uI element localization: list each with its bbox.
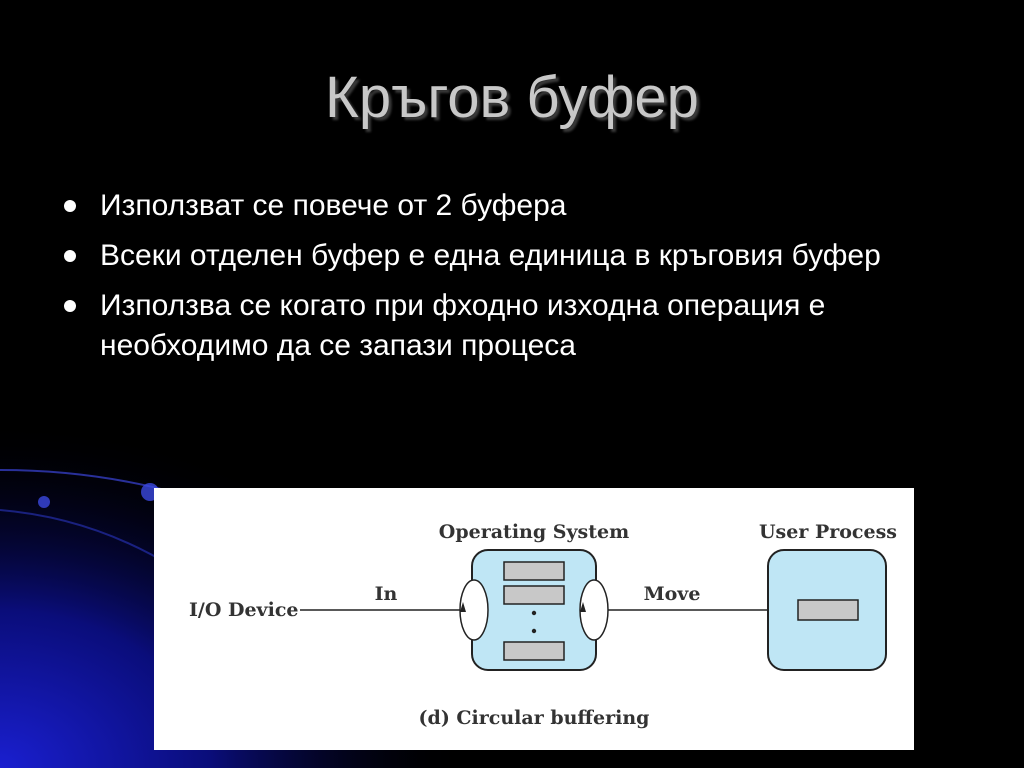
bullet-item: Използват се повече от 2 буфера	[60, 186, 960, 226]
user-buffer	[797, 599, 859, 621]
buffer-slot	[503, 561, 565, 581]
bullet-text: Всеки отделен буфер е една единица в кръ…	[100, 239, 881, 272]
bullet-dot-icon	[64, 200, 76, 212]
ellipsis-dot	[531, 628, 537, 634]
bullet-dot-icon	[64, 250, 76, 262]
bullet-list: Използват се повече от 2 буфера Всеки от…	[60, 186, 960, 376]
slide-title: Кръгов буфер	[325, 65, 699, 130]
ellipsis-dot	[531, 610, 537, 616]
os-label: Operating System	[439, 521, 629, 543]
in-label: In	[375, 583, 398, 605]
bullet-text: Използва се когато при фходно изходна оп…	[100, 289, 826, 362]
figure-caption: (d) Circular buffering	[419, 707, 650, 729]
rotation-arrow-icon	[580, 602, 586, 612]
circular-buffering-diagram: Operating System I/O Device In Move User…	[189, 521, 897, 729]
bullet-item: Използва се когато при фходно изходна оп…	[60, 286, 960, 366]
io-device-label: I/O Device	[189, 599, 298, 621]
bullet-item: Всеки отделен буфер е една единица в кръ…	[60, 236, 960, 276]
buffer-slot	[503, 641, 565, 661]
bullet-text: Използват се повече от 2 буфера	[100, 189, 567, 222]
user-process-label: User Process	[759, 521, 897, 543]
buffer-slot	[503, 585, 565, 605]
move-label: Move	[644, 583, 701, 605]
rotation-arrow-icon	[460, 602, 466, 612]
decor-dot	[38, 496, 50, 508]
bullet-dot-icon	[64, 300, 76, 312]
circular-buffering-figure: Operating System I/O Device In Move User…	[154, 488, 914, 750]
